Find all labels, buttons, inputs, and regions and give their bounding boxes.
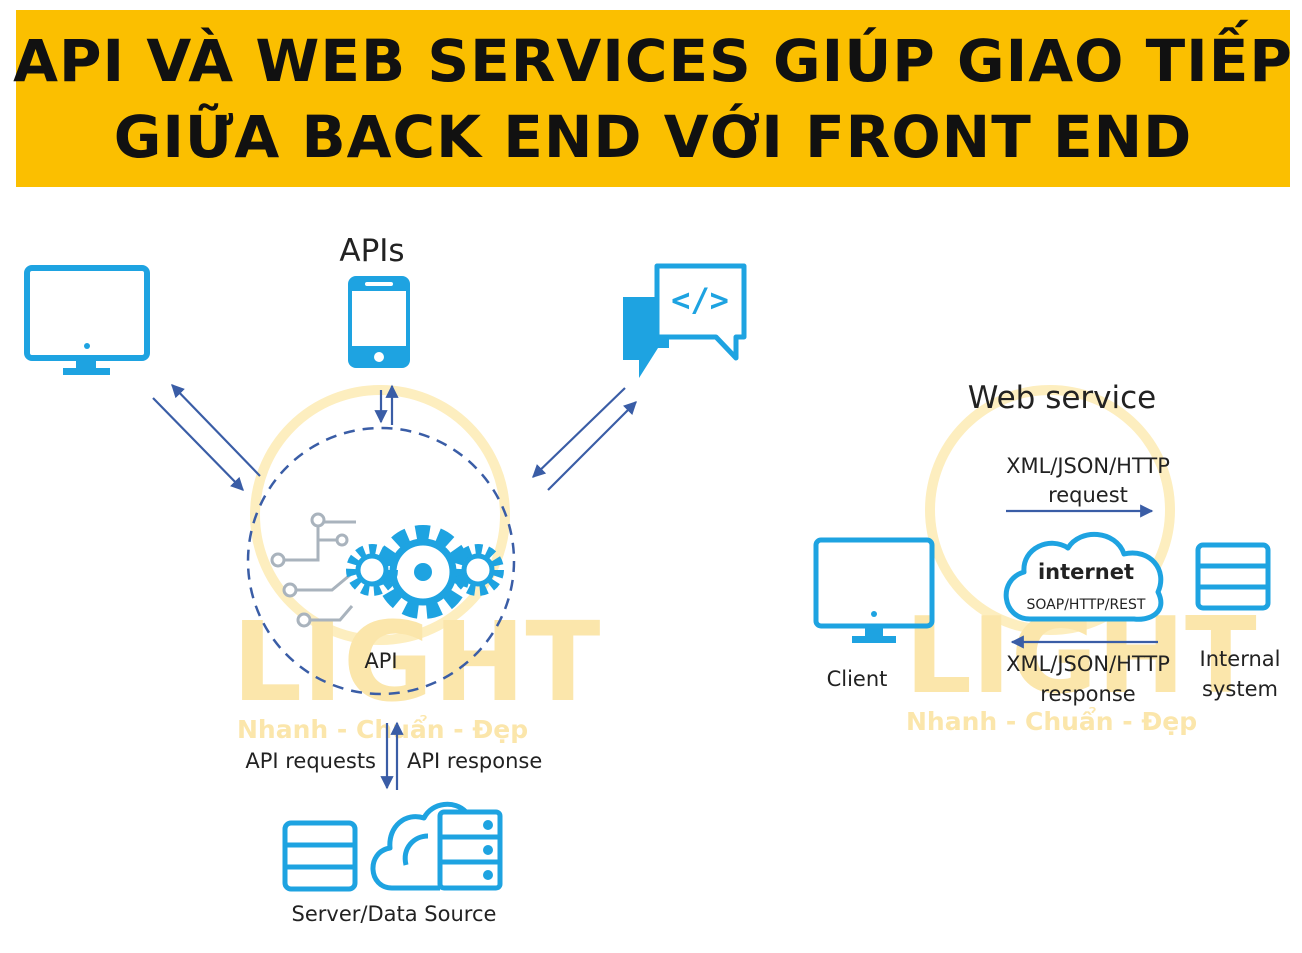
api-data-arrows [380, 721, 404, 790]
database-icon [282, 820, 358, 892]
data-source-label: Server/Data Source [292, 902, 497, 926]
response-format-label: XML/JSON/HTTP [1006, 652, 1170, 676]
chat-api-arrows [532, 387, 637, 491]
desktop-monitor-icon [813, 537, 935, 643]
protocols-label: SOAP/HTTP/REST [1027, 597, 1146, 613]
title-line-2: GIỮA BACK END VỚI FRONT END [113, 102, 1193, 171]
internet-label: internet [1038, 560, 1134, 584]
title-banner: API VÀ WEB SERVICES GIÚP GIAO TIẾP GIỮA … [13, 10, 1293, 187]
code-chat-icon: </> [623, 263, 747, 378]
api-response-label: API response [407, 749, 542, 773]
watermark-tagline: Nhanh - Chuẩn - Đẹp [906, 706, 1197, 736]
phone-api-arrows [374, 384, 399, 425]
gear-icon [346, 525, 504, 619]
response-label: response [1040, 682, 1135, 706]
system-label-line-1: Internal [1200, 647, 1281, 671]
smartphone-icon [348, 276, 410, 368]
monitor-api-arrows [152, 384, 261, 491]
api-center-label: API [364, 649, 397, 673]
request-label: request [1048, 483, 1128, 507]
client-label: Client [827, 667, 888, 691]
code-glyph: </> [671, 281, 729, 319]
watermark-left: LIGHT Nhanh - Chuẩn - Đẹp [232, 385, 600, 744]
web-service-title: Web service [968, 380, 1156, 416]
database-icon [1195, 542, 1271, 611]
apis-title: APIs [339, 233, 404, 269]
request-format-label: XML/JSON/HTTP [1006, 454, 1170, 478]
system-label-line-2: system [1202, 677, 1278, 701]
cloud-server-icon [370, 801, 503, 891]
cloud-icon [1003, 532, 1164, 622]
api-requests-label: API requests [245, 749, 376, 773]
title-line-1: API VÀ WEB SERVICES GIÚP GIAO TIẾP [13, 26, 1293, 95]
circuit-icon [270, 512, 356, 628]
api-boundary-circle [246, 426, 516, 696]
watermark-tagline: Nhanh - Chuẩn - Đẹp [237, 714, 528, 744]
desktop-monitor-icon [24, 265, 150, 375]
watermark-brand: LIGHT [232, 598, 600, 726]
